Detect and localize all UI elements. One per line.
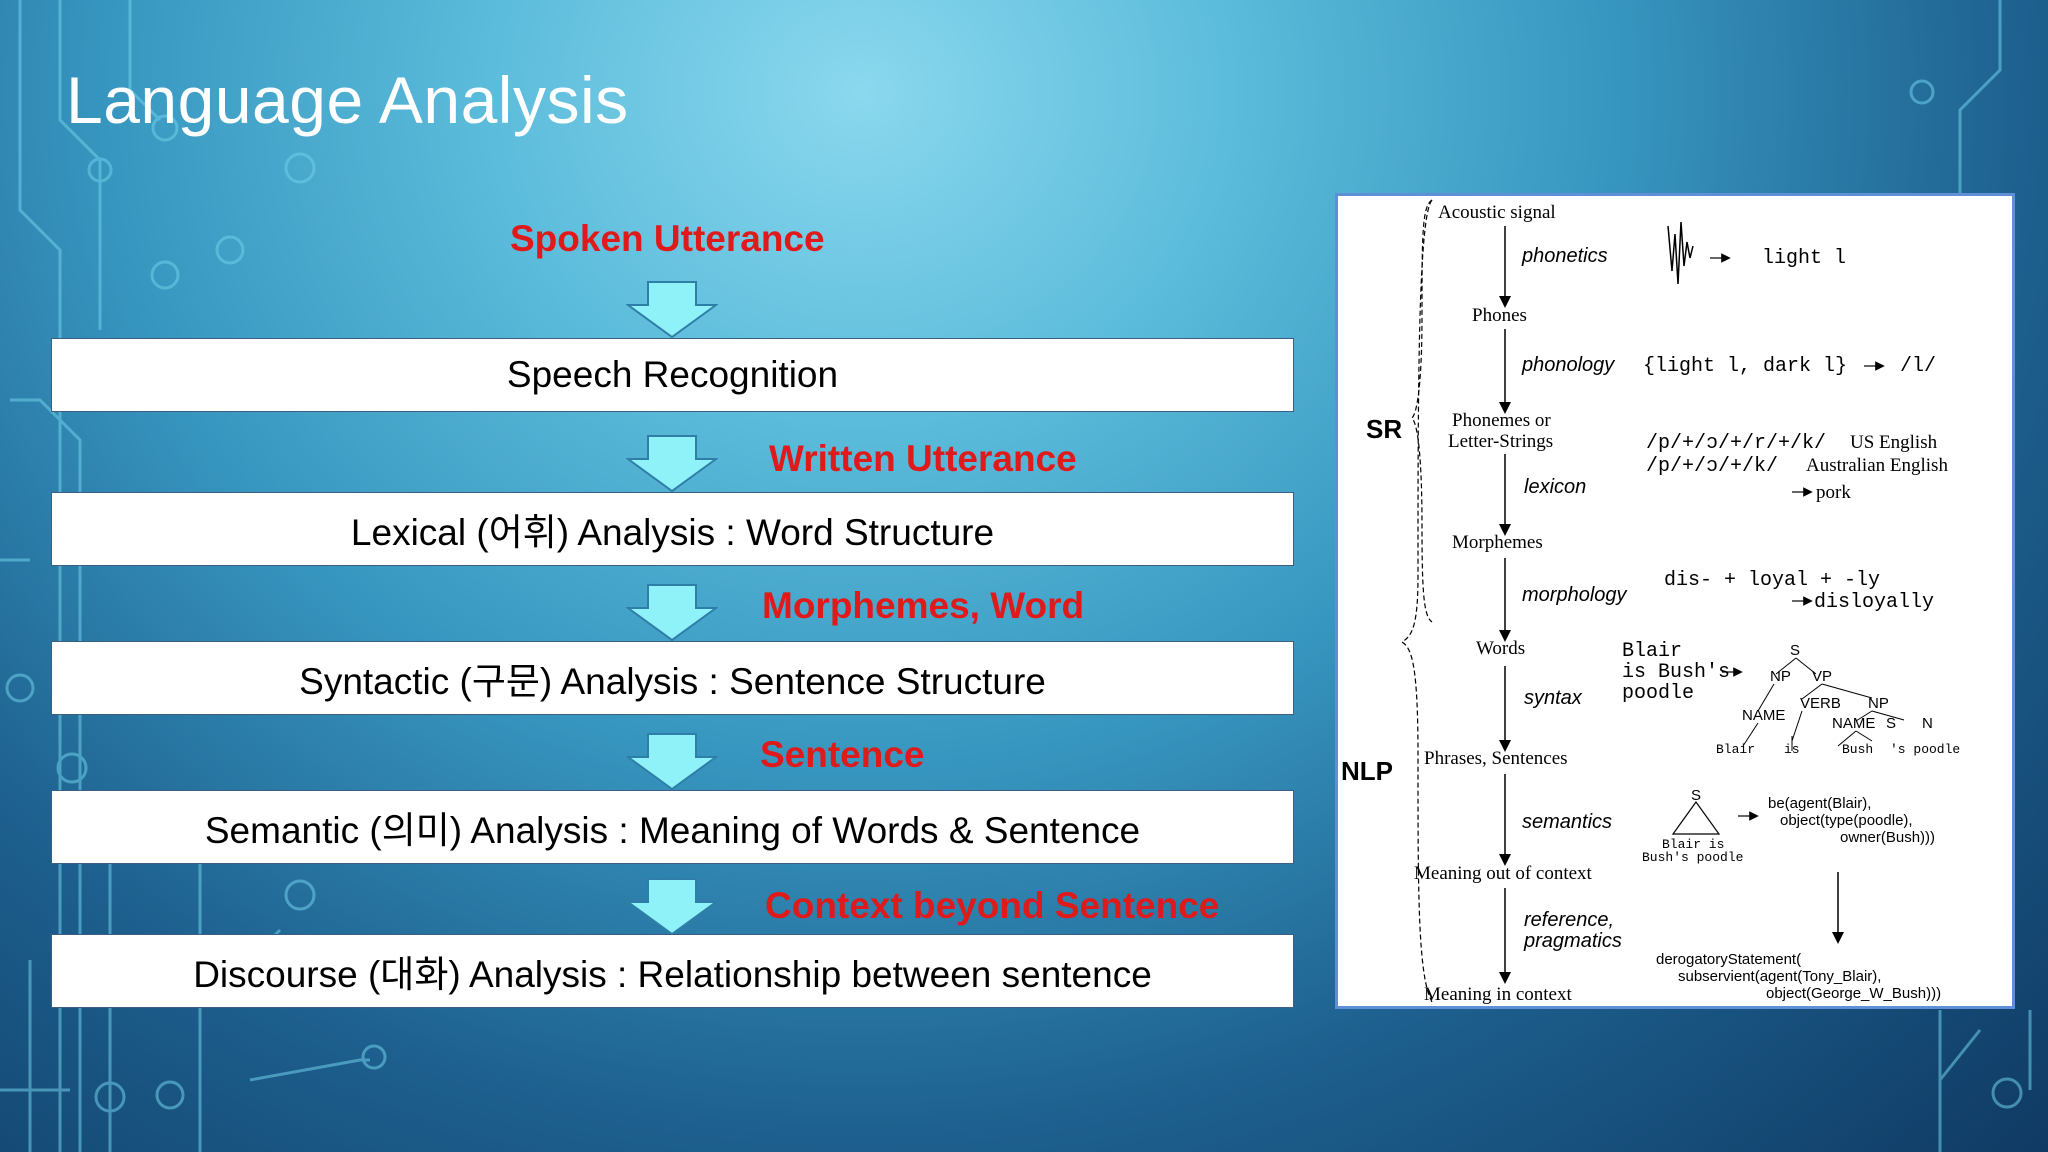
- level-phrases-sentences: Phrases, Sentences: [1424, 748, 1568, 769]
- down-arrow-icon: [626, 733, 718, 791]
- level-letter-strings: Letter-Strings: [1448, 431, 1553, 452]
- tree-leaf-bush: Bush: [1842, 742, 1873, 757]
- down-arrow-icon: [626, 878, 718, 936]
- box-discourse-analysis: Discourse (대화) Analysis : Relationship b…: [51, 934, 1294, 1008]
- label-written-utterance: Written Utterance: [769, 438, 1077, 479]
- down-arrow-icon: [626, 584, 718, 642]
- level-meaning-out-of-context: Meaning out of context: [1414, 863, 1593, 884]
- down-arrow-icon: [626, 435, 718, 493]
- lexicon-line-us: /p/+/ɔ/+/r/+/k/: [1646, 432, 1826, 455]
- tree-node-verb: VERB: [1800, 695, 1841, 712]
- tree-leaf-blair: Blair: [1716, 742, 1755, 757]
- phonology-output: /l/: [1900, 355, 1936, 378]
- tree-leaf-is: is: [1784, 742, 1800, 757]
- semantic-triangle: S Blair is Bush's poodle: [1642, 787, 1743, 865]
- process-reference: reference,: [1524, 909, 1614, 931]
- syntax-input-2: is Bush's: [1622, 661, 1730, 684]
- sem-output-3: owner(Bush))): [1840, 829, 1935, 846]
- tree-node-np: NP: [1770, 668, 1791, 685]
- tree-node-vp: VP: [1812, 668, 1832, 685]
- phonology-input: {light l, dark l}: [1643, 355, 1847, 378]
- prag-output-3: object(George_W_Bush))): [1766, 985, 1941, 1002]
- prag-output-2: subservient(agent(Tony_Blair),: [1678, 968, 1881, 985]
- parse-tree: S NP VP VERB NP NAME NAME S N Blair is B…: [1716, 642, 1960, 757]
- level-phonemes: Phonemes or: [1452, 410, 1551, 431]
- nlp-levels-figure: SR NLP Acoustic signal Phones Phonemes o…: [1335, 193, 2015, 1009]
- nlp-label: NLP: [1341, 756, 1393, 786]
- tree-node-s: S: [1790, 642, 1800, 659]
- tree-node-name2: NAME: [1832, 715, 1875, 732]
- sem-node-s: S: [1691, 787, 1701, 804]
- sem-output-2: object(type(poodle),: [1780, 812, 1913, 829]
- syntax-input-3: poodle: [1622, 682, 1694, 705]
- level-acoustic-signal: Acoustic signal: [1438, 202, 1556, 223]
- sem-input-2: Bush's poodle: [1642, 850, 1743, 865]
- process-lexicon: lexicon: [1524, 476, 1586, 498]
- prag-output-1: derogatoryStatement(: [1656, 951, 1801, 968]
- process-pragmatics: pragmatics: [1523, 930, 1622, 952]
- box-speech-recognition: Speech Recognition: [51, 338, 1294, 412]
- label-sentence: Sentence: [760, 734, 925, 775]
- process-phonetics: phonetics: [1521, 245, 1608, 267]
- box-lexical-analysis: Lexical (어휘) Analysis : Word Structure: [51, 492, 1294, 566]
- tree-leaf-poodle: 's poodle: [1890, 742, 1960, 757]
- label-morphemes-word: Morphemes, Word: [762, 585, 1085, 626]
- process-morphology: morphology: [1522, 584, 1628, 606]
- tree-node-s2: S: [1886, 715, 1896, 732]
- box-semantic-analysis: Semantic (의미) Analysis : Meaning of Word…: [51, 790, 1294, 864]
- label-context-beyond-sentence: Context beyond Sentence: [765, 885, 1220, 926]
- tree-node-np2: NP: [1868, 695, 1889, 712]
- slide-title: Language Analysis: [66, 63, 629, 137]
- syntax-input-1: Blair: [1622, 640, 1682, 663]
- morphology-output: disloyally: [1814, 591, 1934, 614]
- sem-output-1: be(agent(Blair),: [1768, 795, 1871, 812]
- lexicon-dialect-us: US English: [1850, 432, 1938, 453]
- level-words: Words: [1476, 638, 1525, 659]
- level-phones: Phones: [1472, 305, 1527, 326]
- level-meaning-in-context: Meaning in context: [1424, 984, 1572, 1005]
- sem-input-1: Blair is: [1662, 837, 1724, 852]
- lexicon-dialect-au: Australian English: [1806, 455, 1948, 476]
- waveform-icon: [1667, 221, 1694, 285]
- lexicon-output: pork: [1816, 482, 1851, 503]
- down-arrow-icon: [626, 281, 718, 339]
- process-phonology: phonology: [1521, 354, 1615, 376]
- tree-node-n: N: [1922, 715, 1933, 732]
- tree-node-name: NAME: [1742, 707, 1785, 724]
- phonetics-output: light l: [1762, 247, 1846, 270]
- lexicon-line-au: /p/+/ɔ/+/k/: [1646, 455, 1778, 478]
- morphology-input: dis- + loyal + -ly: [1664, 569, 1880, 592]
- process-syntax: syntax: [1524, 687, 1583, 709]
- process-semantics: semantics: [1522, 811, 1612, 833]
- label-spoken-utterance: Spoken Utterance: [510, 218, 825, 259]
- box-syntactic-analysis: Syntactic (구문) Analysis : Sentence Struc…: [51, 641, 1294, 715]
- level-morphemes: Morphemes: [1452, 532, 1543, 553]
- sr-label: SR: [1366, 414, 1402, 444]
